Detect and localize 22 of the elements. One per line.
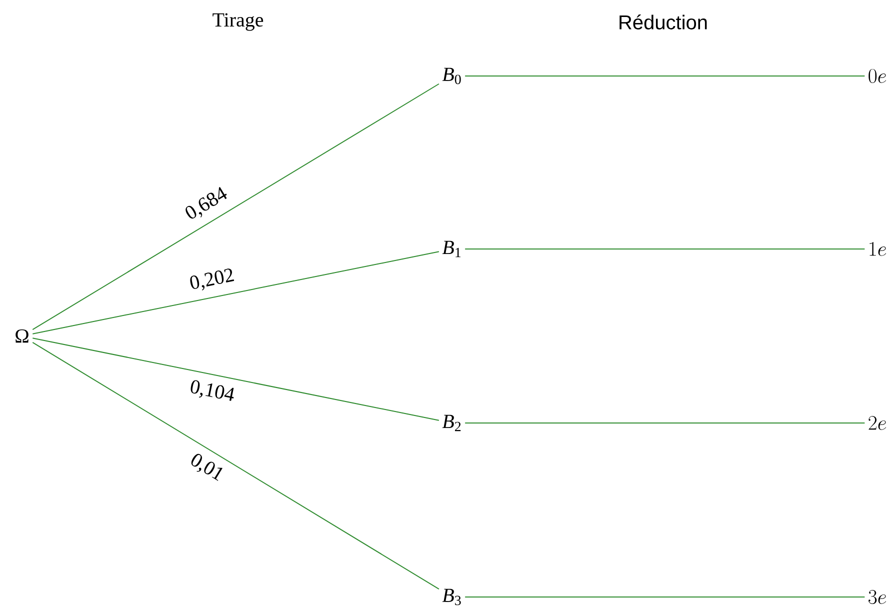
node-label: $1e$ (870, 242, 886, 256)
edge-label: 0,104 (190, 380, 234, 401)
node-label: B$_{2}$ (442, 414, 461, 432)
branch-line (32, 251, 440, 334)
branch-line (464, 248, 866, 250)
branch-line (32, 83, 440, 330)
node-label: $0e$ (868, 68, 886, 83)
edge-label: 0,202 (190, 268, 234, 290)
branch-line (32, 338, 440, 421)
column-heading: Réduction (620, 14, 707, 30)
edge-label: 0,01 (191, 454, 222, 481)
node-label: B$_{1}$ (442, 240, 461, 258)
node-label: B$_{0}$ (442, 68, 461, 84)
node-label: B$_{3}$ (442, 588, 461, 606)
node-label: Ω (16, 329, 28, 343)
branch-line (32, 342, 440, 590)
branch-line (464, 596, 866, 598)
node-label: $2e$ (868, 416, 886, 430)
branch-line (464, 422, 866, 424)
node-label: $3e$ (868, 590, 886, 604)
edge-label: 0,684 (186, 186, 227, 219)
column-heading: Tirage (212, 13, 264, 31)
